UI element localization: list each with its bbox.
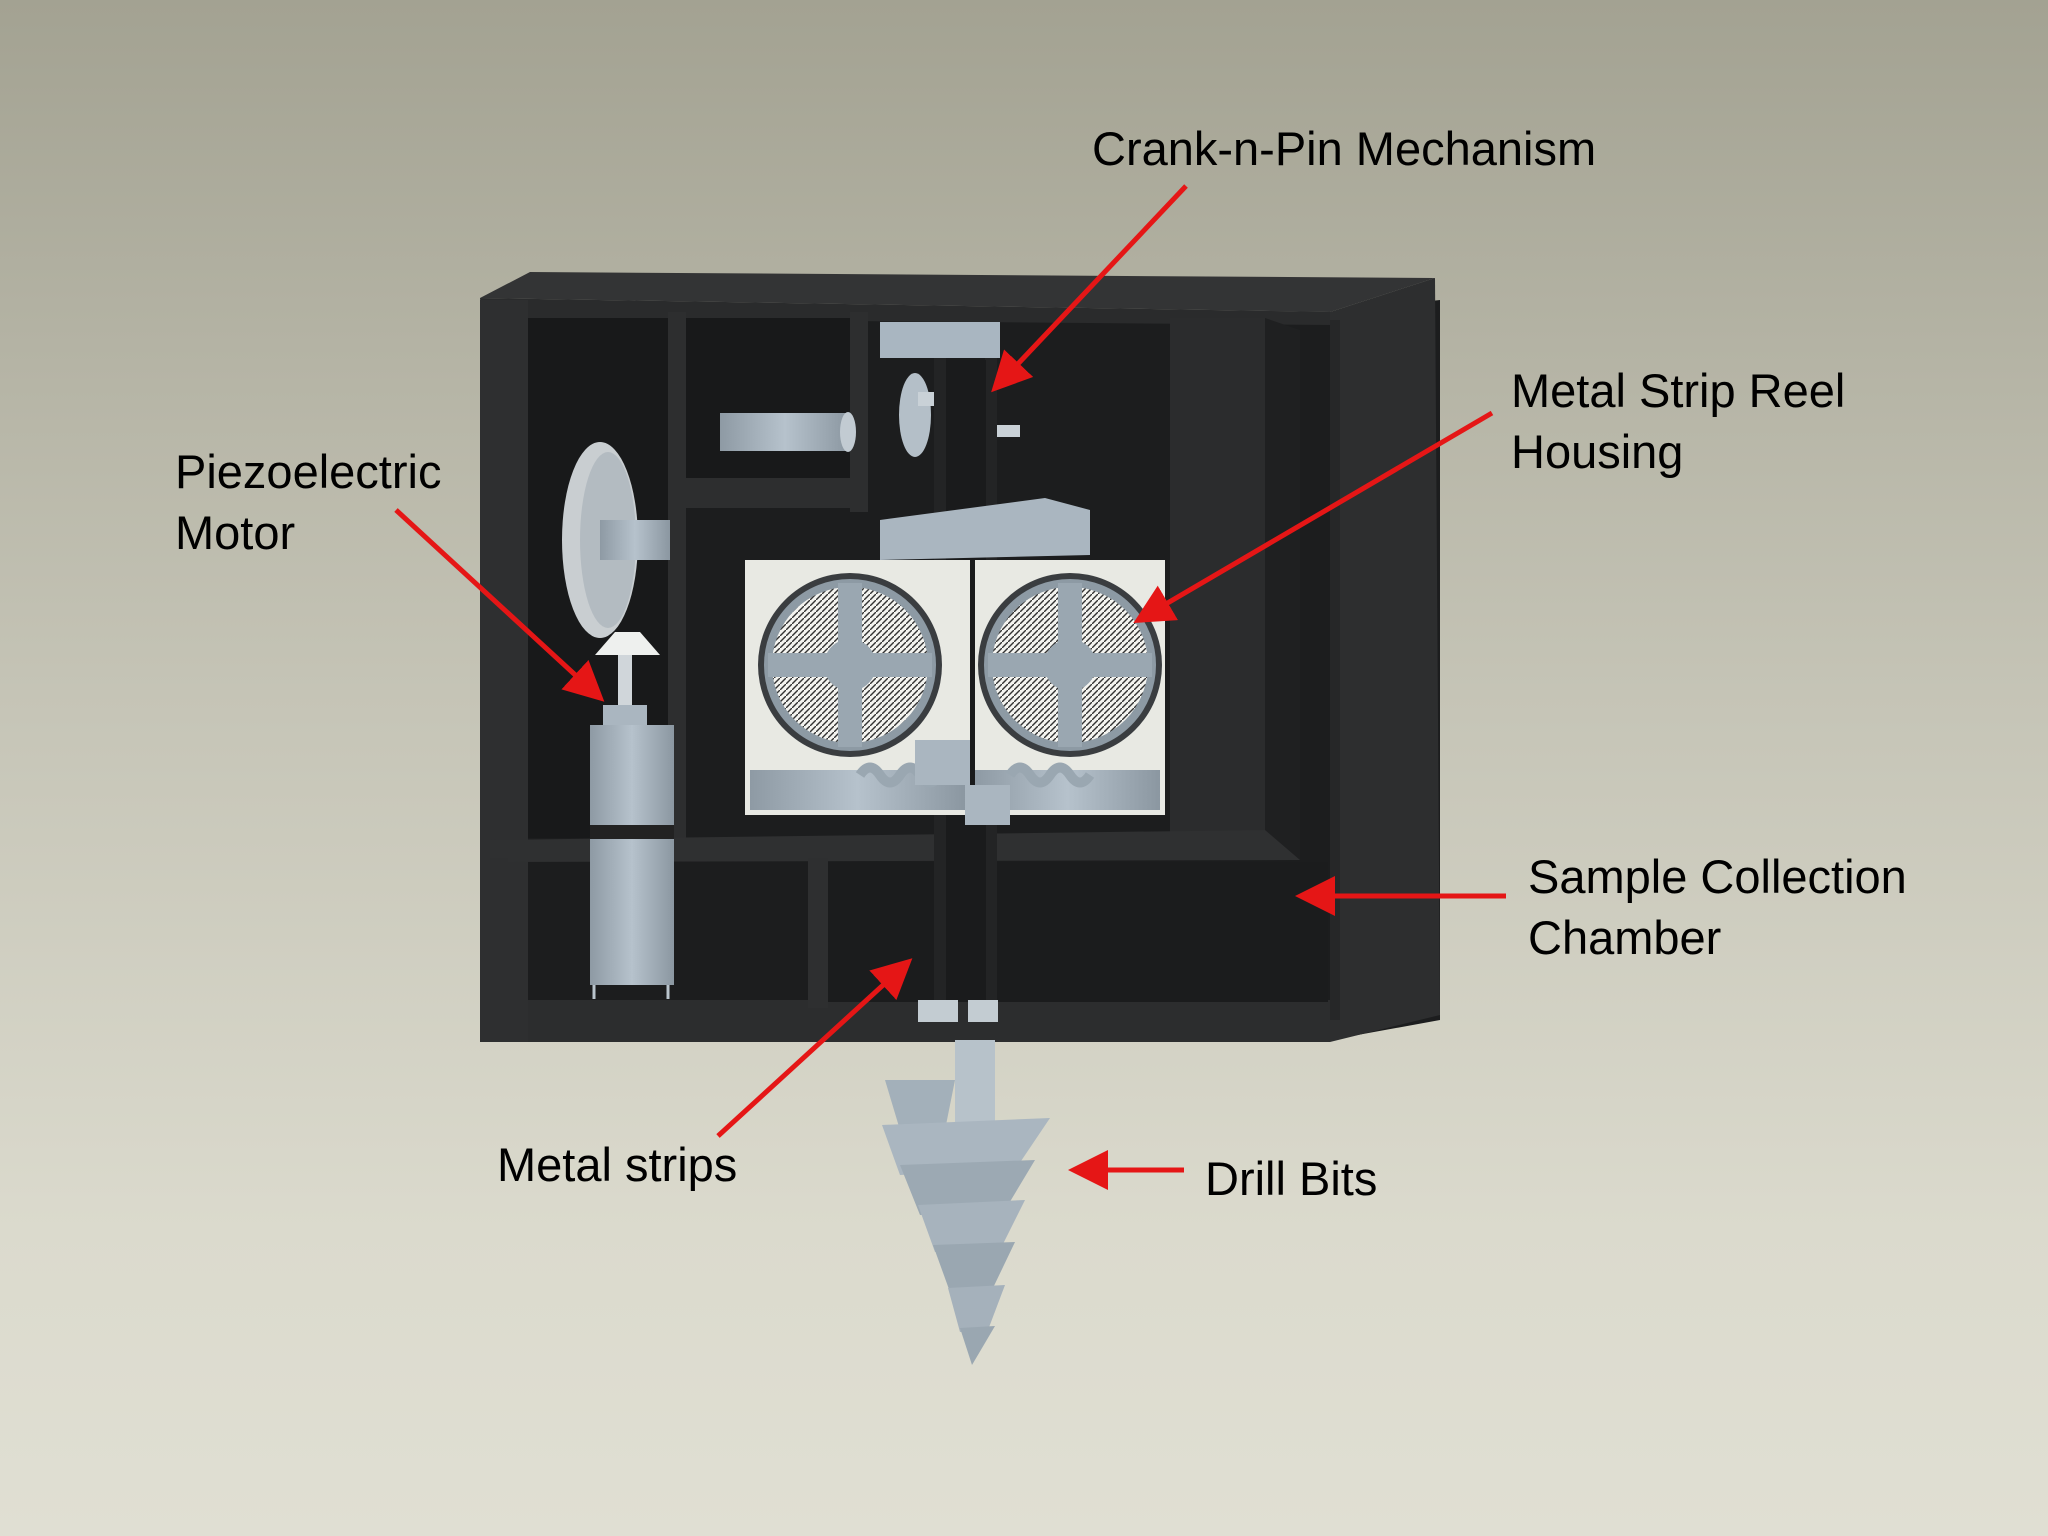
piezoelectric-motor <box>562 442 674 999</box>
arrow-reel <box>1133 410 1494 624</box>
reel-housing-right <box>975 560 1165 815</box>
label-piezoelectric-motor: Piezoelectric Motor <box>175 445 442 559</box>
callout-arrows <box>394 184 1506 1190</box>
label-metal-strip-reel-housing: Metal Strip Reel Housing <box>1511 364 1846 478</box>
drill-bit <box>882 1000 1050 1365</box>
strip-guides <box>915 740 1010 825</box>
label-sample-collection-chamber: Sample Collection Chamber <box>1528 850 1907 964</box>
arrow-piezo <box>394 508 605 702</box>
label-drill-bits: Drill Bits <box>1205 1152 1378 1205</box>
arrow-strips <box>716 958 913 1138</box>
label-metal-strips: Metal strips <box>497 1138 738 1191</box>
reel-housing-left <box>745 560 970 815</box>
arrow-crank <box>991 184 1188 393</box>
label-crank-pin-mechanism: Crank-n-Pin Mechanism <box>1092 122 1597 175</box>
